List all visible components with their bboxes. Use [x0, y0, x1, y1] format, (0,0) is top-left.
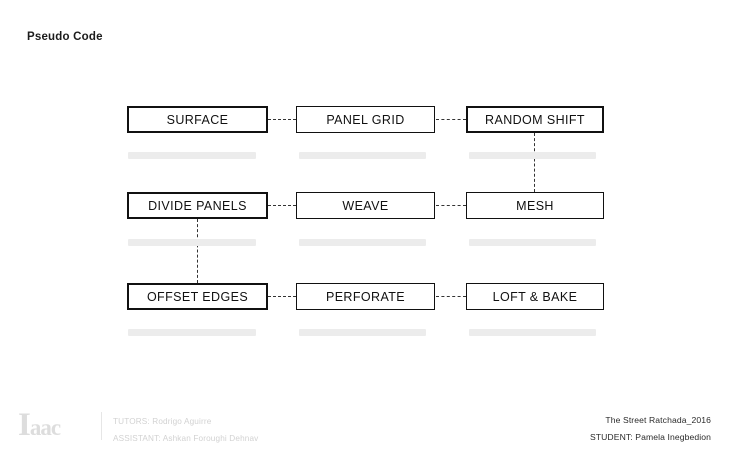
- node-label: PANEL GRID: [326, 112, 405, 127]
- pseudo-code-diagram: SURFACE PANEL GRID RANDOM SHIFT DIVIDE P…: [127, 106, 604, 336]
- assistant-line: ASSISTANT: Ashkan Foroughi Dehnav: [113, 434, 259, 443]
- node-label: LOFT & BAKE: [492, 289, 578, 304]
- node-offset-edges[interactable]: OFFSET EDGES: [127, 283, 268, 310]
- placeholder-bar: [469, 152, 596, 159]
- node-label: WEAVE: [342, 198, 389, 213]
- iaac-logo: Iaac: [18, 407, 61, 443]
- placeholder-bar: [128, 239, 256, 246]
- placeholder-bar: [128, 329, 256, 336]
- footer-credits-right: The Street Ratchada_2016 STUDENT: Pamela…: [590, 412, 711, 446]
- node-weave[interactable]: WEAVE: [296, 192, 435, 219]
- page-title: Pseudo Code: [27, 31, 103, 43]
- footer: Iaac TUTORS: Rodrigo Aguirre ASSISTANT: …: [0, 396, 730, 456]
- tutors-line: TUTORS: Rodrigo Aguirre: [113, 417, 212, 426]
- placeholder-bar: [469, 329, 596, 336]
- placeholder-bar: [299, 329, 426, 336]
- node-mesh[interactable]: MESH: [466, 192, 604, 219]
- connector-perforate-to-loft-and-bake: [436, 296, 466, 297]
- node-divide-panels[interactable]: DIVIDE PANELS: [127, 192, 268, 219]
- student-line: STUDENT: Pamela Inegbedion: [589, 432, 711, 442]
- footer-divider: [101, 412, 102, 440]
- node-label: OFFSET EDGES: [146, 289, 249, 304]
- node-random-shift[interactable]: RANDOM SHIFT: [466, 106, 604, 133]
- project-line: The Street Ratchada_2016: [605, 415, 711, 425]
- placeholder-bar: [469, 239, 596, 246]
- node-label: PERFORATE: [325, 289, 406, 304]
- placeholder-bar: [299, 239, 426, 246]
- node-label: RANDOM SHIFT: [485, 112, 585, 127]
- node-loft-and-bake[interactable]: LOFT & BAKE: [466, 283, 604, 310]
- node-surface[interactable]: SURFACE: [127, 106, 268, 133]
- placeholder-bar: [128, 152, 256, 159]
- node-panel-grid[interactable]: PANEL GRID: [296, 106, 435, 133]
- connector-divide-panels-to-weave: [268, 205, 296, 206]
- placeholder-bar: [299, 152, 426, 159]
- node-label: DIVIDE PANELS: [148, 198, 247, 213]
- node-label: SURFACE: [166, 112, 229, 127]
- footer-credits-left: TUTORS: Rodrigo Aguirre ASSISTANT: Ashka…: [113, 413, 258, 447]
- connector-random-shift-to-mesh: [534, 133, 535, 192]
- connector-surface-to-panel-grid: [268, 119, 296, 120]
- node-perforate[interactable]: PERFORATE: [296, 283, 435, 310]
- connector-divide-panels-to-offset-edges: [197, 219, 198, 283]
- connector-offset-edges-to-perforate: [268, 296, 296, 297]
- logo-rest: aac: [29, 415, 61, 440]
- logo-lead: I: [18, 407, 31, 443]
- node-label: MESH: [516, 198, 554, 213]
- connector-weave-to-mesh: [436, 205, 466, 206]
- connector-panel-grid-to-random-shift: [436, 119, 466, 120]
